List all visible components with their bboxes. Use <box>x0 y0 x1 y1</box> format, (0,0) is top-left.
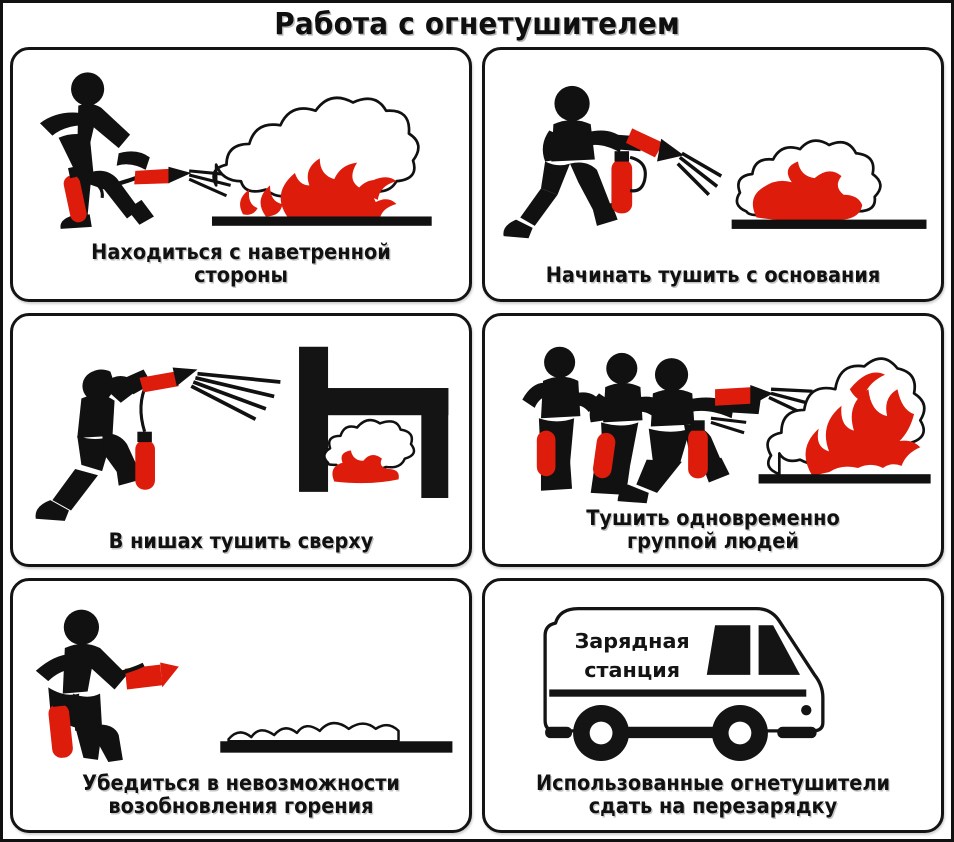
van-label-line-1: Зарядная <box>575 629 690 653</box>
extinguisher-2 <box>611 151 647 214</box>
caption-line-1: Начинать тушить с основания <box>545 262 881 287</box>
aim-at-base-scene-svg <box>503 85 927 239</box>
panel-caption: Тушить одновременно группой людей <box>485 505 941 565</box>
panel-verify-no-reignition[interactable]: Убедиться в невозможности возобновления … <box>10 578 472 833</box>
caption-line-1: Использованные огнетушители <box>535 771 891 796</box>
caption-line-2: сдать на перезарядку <box>588 794 838 819</box>
panel-grid: Находиться с наветренной стороны <box>10 47 944 833</box>
illustration-verify-no-reignition <box>13 581 469 773</box>
panel-caption: Убедиться в невозможности возобновления … <box>13 773 469 830</box>
poster-title-bar: Работа с огнетушителем <box>3 3 951 45</box>
upwind-scene-svg <box>39 72 432 229</box>
caption-line-2: возобновления горения <box>108 794 374 819</box>
caption-line-2: группой людей <box>627 528 799 553</box>
group-scene-svg <box>522 346 931 503</box>
panel-upwind-side[interactable]: Находиться с наветренной стороны <box>10 47 472 302</box>
niche-scene-svg <box>35 346 449 521</box>
page-title: Работа с огнетушителем <box>274 6 680 42</box>
van-label-line-2: станция <box>584 658 680 682</box>
illustration-niche-from-above <box>13 316 469 531</box>
panel-aim-at-base[interactable]: Начинать тушить с основания <box>482 47 944 302</box>
illustration-upwind-side <box>13 50 469 242</box>
illustration-group-of-people <box>485 316 941 508</box>
extinguisher-1 <box>63 165 104 223</box>
caption-line-1: Убедиться в невозможности <box>82 771 400 796</box>
panel-caption: Использованные огнетушители сдать на пер… <box>485 773 941 830</box>
panel-caption: В нишах тушить сверху <box>13 528 469 565</box>
extinguisher-5 <box>48 695 100 759</box>
illustration-aim-at-base <box>485 50 941 265</box>
verify-scene-svg <box>35 609 453 763</box>
figure-c <box>617 357 761 503</box>
caption-line-1: Тушить одновременно <box>586 505 840 530</box>
panel-return-for-recharge[interactable]: Зарядная станция Использованные огнетуши… <box>482 578 944 833</box>
figure-a <box>522 346 602 491</box>
panel-group-of-people[interactable]: Тушить одновременно группой людей <box>482 312 944 568</box>
extinguisher-3 <box>135 383 155 490</box>
caption-line-1: Находиться с наветренной <box>91 240 391 264</box>
panel-caption: Находиться с наветренной стороны <box>13 240 469 299</box>
illustration-charging-station-van: Зарядная станция <box>485 581 941 773</box>
caption-line-2: стороны <box>194 262 288 287</box>
extinguisher-front <box>688 419 708 478</box>
panel-caption: Начинать тушить с основания <box>485 262 941 299</box>
panel-niche-from-above[interactable]: В нишах тушить сверху <box>10 312 472 568</box>
caption-line-1: В нишах тушить сверху <box>108 528 374 553</box>
van-scene-svg: Зарядная станция <box>543 607 825 762</box>
